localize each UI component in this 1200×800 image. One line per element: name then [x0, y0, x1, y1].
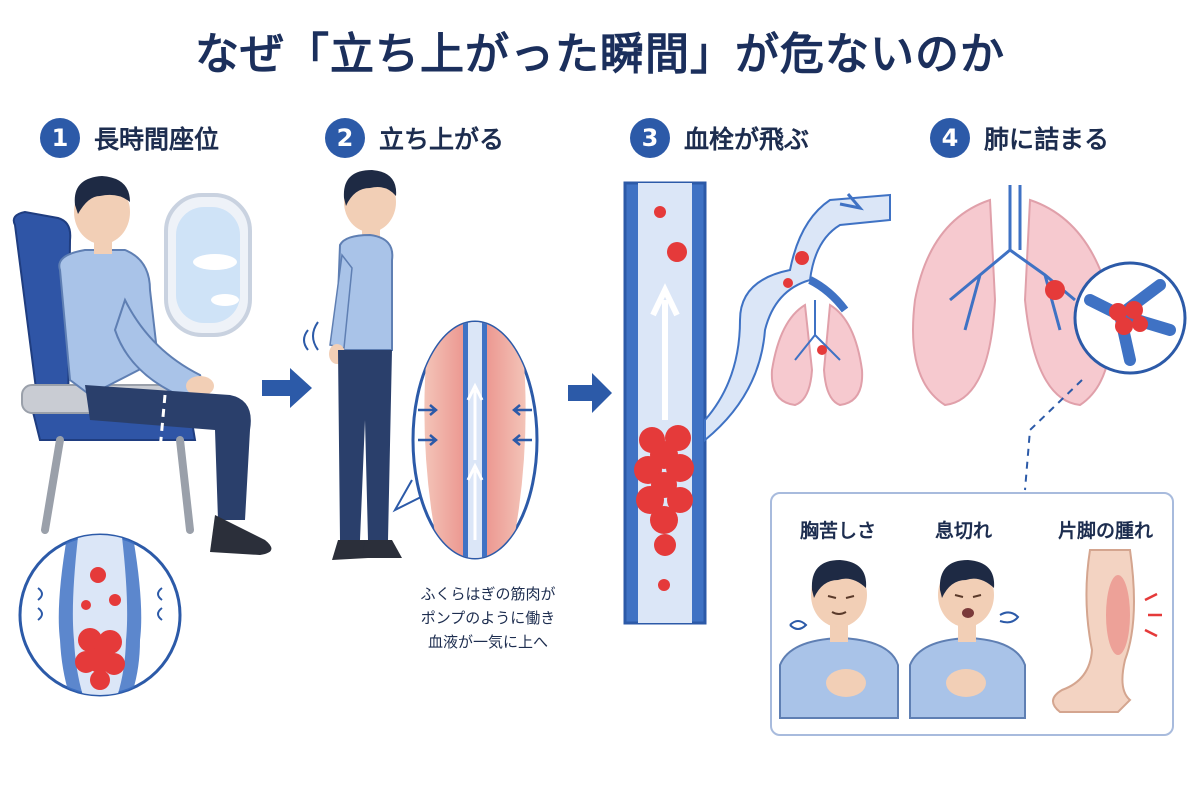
step-4-header: 4 肺に詰まる	[930, 118, 1109, 158]
seated-person	[58, 176, 272, 555]
blocked-artery-zoom	[1073, 261, 1187, 375]
lungs	[912, 185, 1113, 407]
vessel-to-lung	[704, 193, 891, 443]
calf-pump-caption: ふくらはぎの筋肉が ポンプのように働き 血液が一気に上へ	[408, 582, 568, 654]
step-4-label: 肺に詰まる	[984, 125, 1110, 154]
small-lungs	[770, 300, 864, 407]
page-title: なぜ「立ち上がった瞬間」が危ないのか	[195, 29, 1005, 80]
clot-fragment	[654, 206, 666, 218]
airplane-window	[164, 193, 252, 337]
step-3-label: 血栓が飛ぶ	[684, 125, 810, 154]
large-blood-clot	[634, 425, 694, 556]
upward-flow-arrow	[650, 283, 680, 420]
flow-arrow-1	[262, 368, 312, 408]
step-1-label: 長時間座位	[94, 125, 220, 154]
step-3-header: 3 血栓が飛ぶ	[630, 118, 809, 158]
step-2-number: 2	[325, 118, 365, 158]
motion-lines	[303, 321, 319, 351]
caption-line-2: ポンプのように働き	[420, 609, 556, 627]
step-4-number: 4	[930, 118, 970, 158]
step-3-number: 3	[630, 118, 670, 158]
clot-fragment	[658, 579, 670, 591]
symptom-leg-swelling: 片脚の腫れ	[1058, 520, 1154, 542]
zoom-pointer-line	[108, 394, 167, 531]
caption-line-3: 血液が一気に上へ	[427, 633, 548, 651]
calf-muscle-zoom	[411, 320, 539, 560]
step-1-header: 1 長時間座位	[40, 118, 219, 158]
step-2-header: 2 立ち上がる	[325, 118, 504, 158]
flow-arrow-2	[568, 373, 612, 413]
standing-person	[329, 170, 402, 560]
symptom-shortness-of-breath: 息切れ	[935, 520, 993, 542]
caption-line-1: ふくらはぎの筋肉が	[420, 585, 556, 603]
symptom-chest-tightness: 胸苦しさ	[800, 520, 877, 542]
step-2-label: 立ち上がる	[379, 125, 505, 154]
vein-zoom-circle	[18, 533, 182, 697]
clot-fragment	[667, 242, 687, 262]
blood-clot	[75, 628, 125, 690]
step-1-number: 1	[40, 118, 80, 158]
